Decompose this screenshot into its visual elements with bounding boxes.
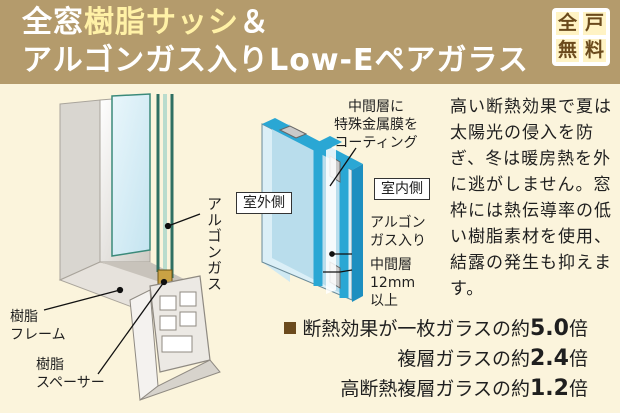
- spec-single-glass: 断熱効果が一枚ガラスの約5.0倍: [284, 314, 588, 341]
- indoor-side-label: 室内側: [374, 178, 430, 200]
- spec-value: 1.2: [530, 376, 569, 401]
- badge-char: 料: [583, 39, 606, 62]
- spec-value: 5.0: [530, 316, 569, 341]
- spec-double-glass: 複層ガラスの約2.4倍: [397, 346, 588, 371]
- glass-cross-section: [261, 118, 363, 302]
- title-banner: [0, 0, 620, 84]
- outdoor-side-label: 室外側: [236, 192, 292, 214]
- title-line-2: アルゴンガス入りLow-Eペアガラス: [22, 43, 529, 78]
- argon-gas-vertical-label: アルゴンガス: [205, 196, 223, 292]
- free-for-all-units-badge: 全 戸 無 料: [552, 8, 610, 66]
- leader-lines-middle: [323, 147, 357, 273]
- title-line-1: 全窓樹脂サッシ＆: [22, 5, 270, 40]
- leader-lines: [43, 213, 201, 375]
- spec-high-insulation-glass: 高断熱複層ガラスの約1.2倍: [340, 376, 588, 401]
- badge-char: 無: [556, 39, 579, 62]
- metal-coating-label: 中間層に 特殊金属膜を コーティング: [334, 99, 418, 151]
- resin-frame-label: 樹脂 フレーム: [10, 309, 66, 343]
- square-bullet-icon: [284, 322, 297, 334]
- gap-12mm-label: 中間層 12mm 以上: [370, 257, 416, 309]
- badge-char: 戸: [583, 12, 606, 35]
- spec-value: 2.4: [530, 346, 569, 371]
- description-text: 高い断熱効果で夏は太陽光の侵入を防ぎ、冬は暖房熱を外に逃がしません。窓枠には熱伝…: [450, 97, 612, 299]
- sash-frame-cutaway: [58, 93, 221, 401]
- resin-spacer-label: 樹脂 スペーサー: [36, 357, 105, 391]
- argon-filled-label: アルゴン ガス入り: [370, 215, 426, 249]
- title-highlight: 樹脂サッシ: [84, 5, 239, 40]
- badge-char: 全: [556, 12, 579, 35]
